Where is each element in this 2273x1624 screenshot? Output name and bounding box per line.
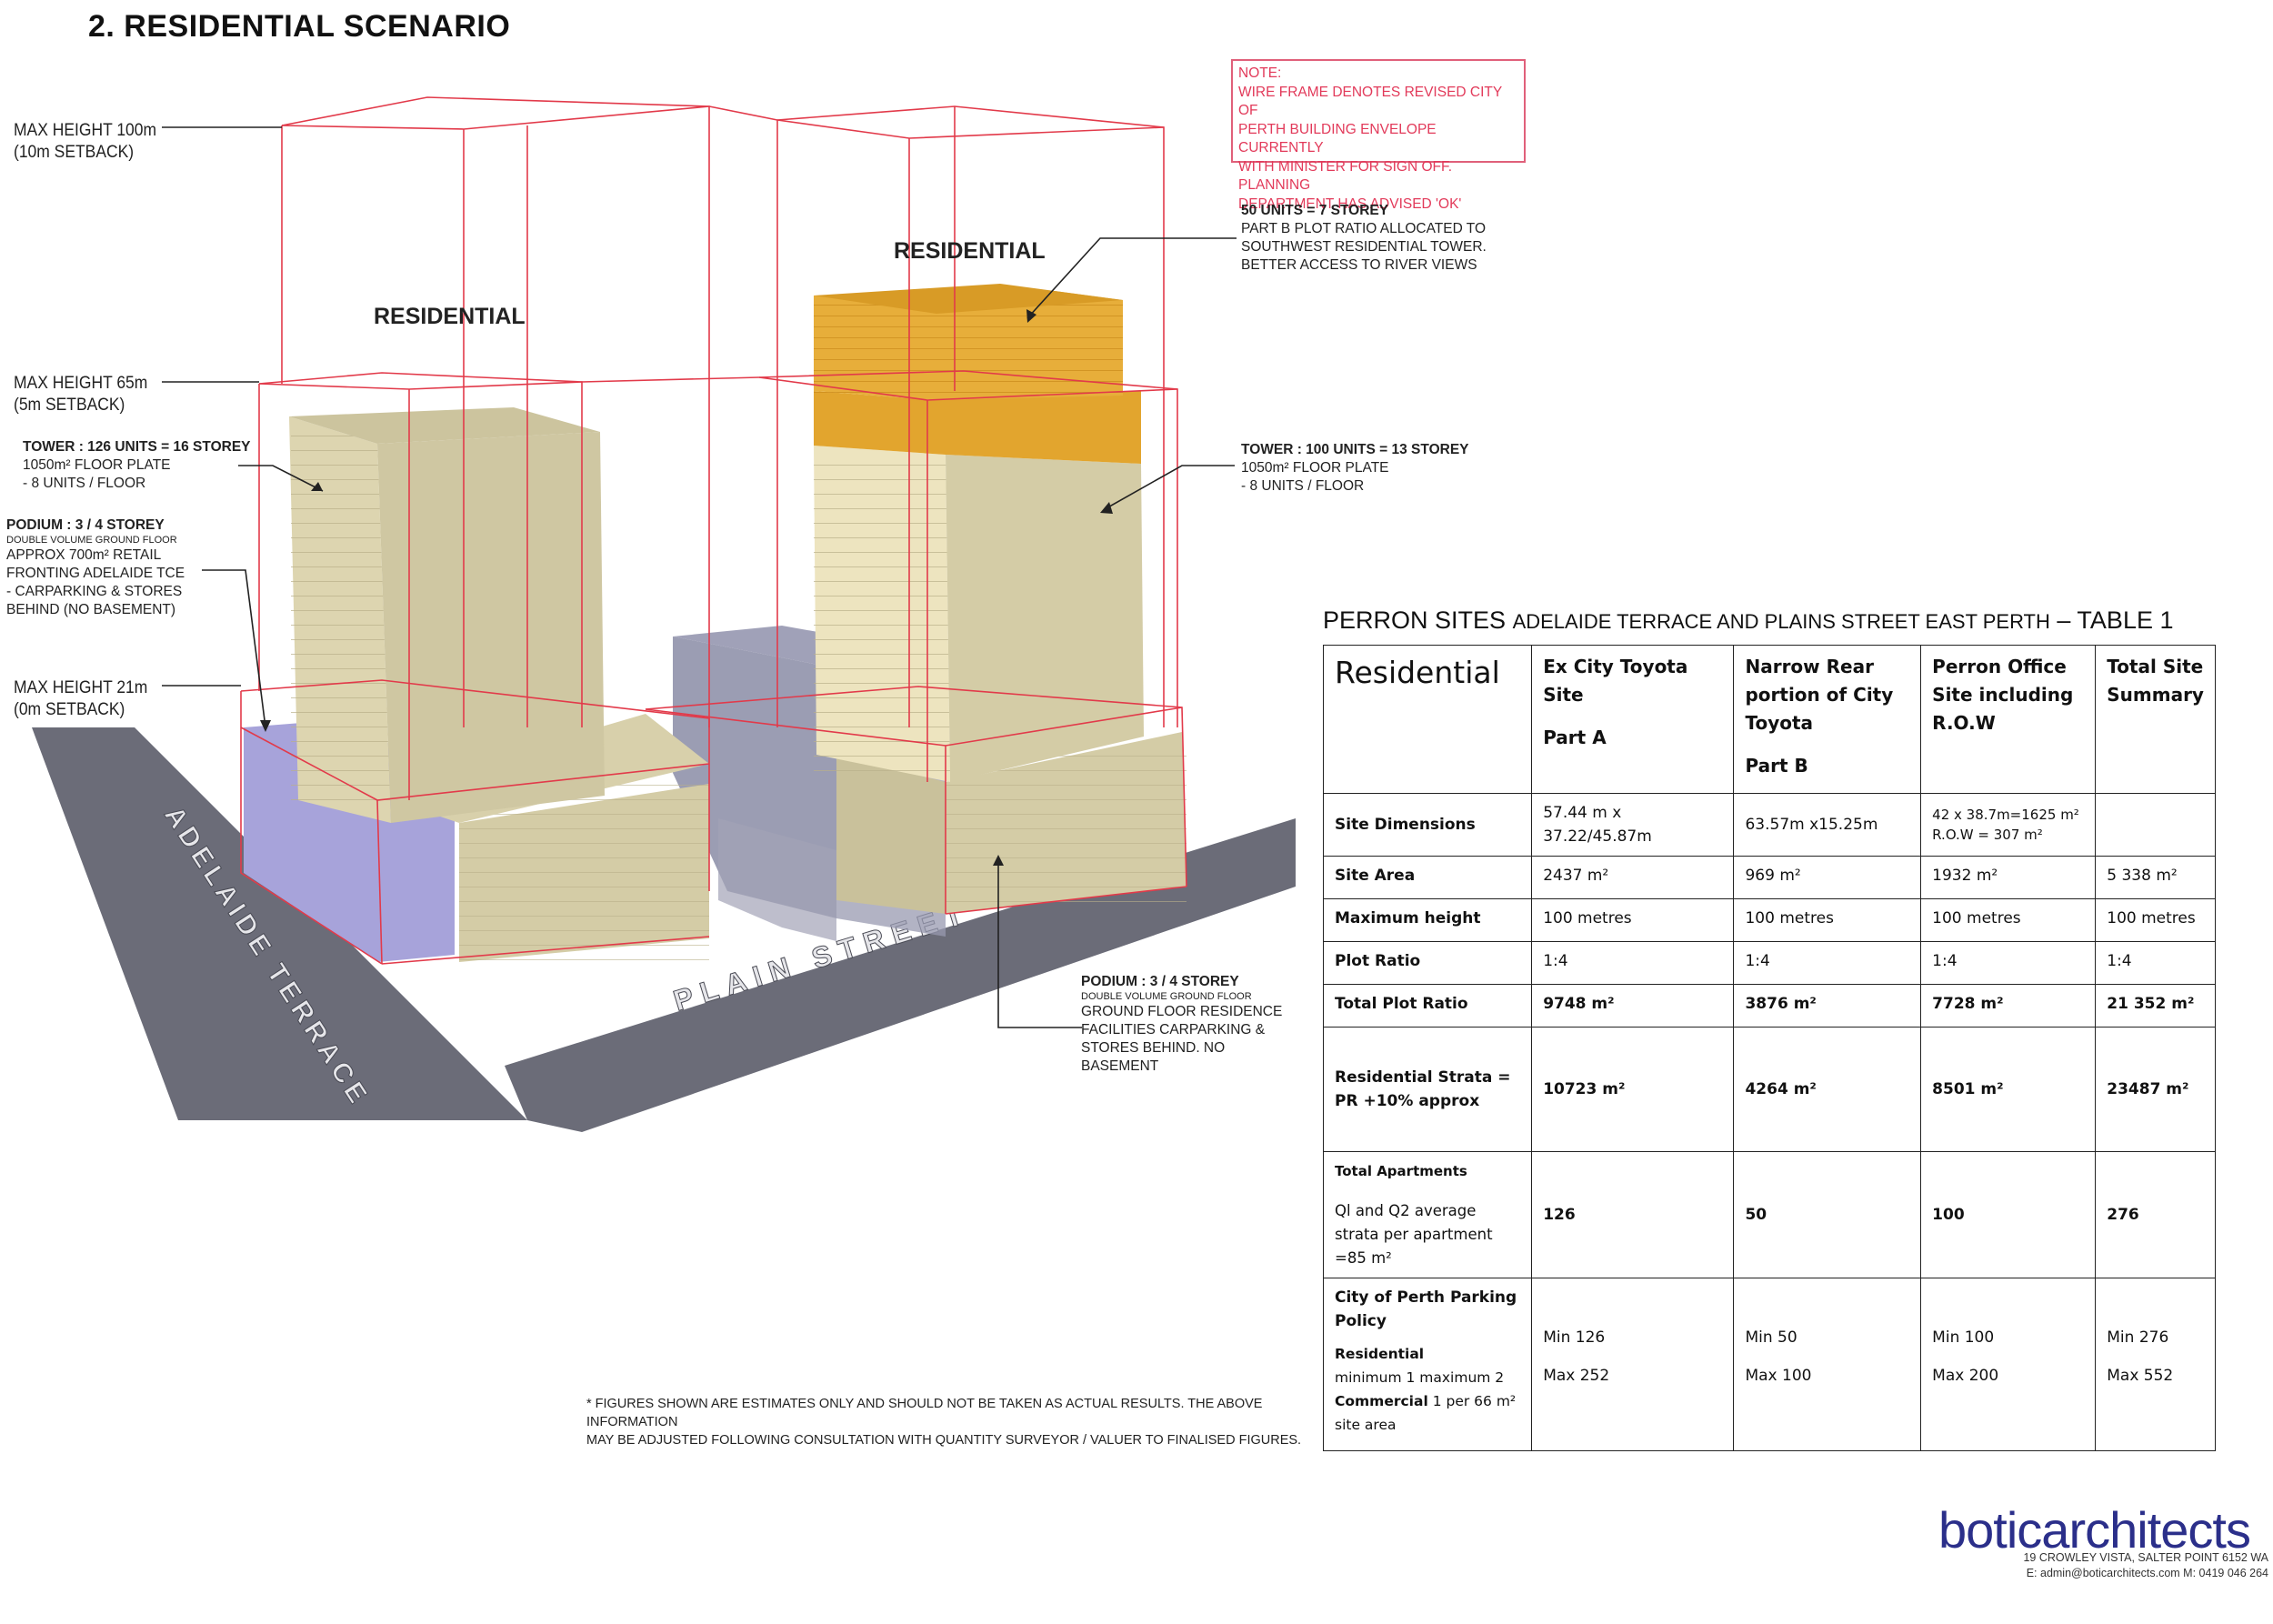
header-total: Total Site Summary (2095, 645, 2216, 794)
right-podium-left (836, 755, 946, 914)
annotation-tower-left: TOWER : 126 UNITS = 16 STOREY 1050m² FLO… (23, 439, 251, 491)
massing-diagram: ADELAIDE TERRACE PLAIN STREET (32, 96, 1296, 1132)
height-label-65m: MAX HEIGHT 65m (5m SETBACK) (14, 374, 148, 415)
annotation-50-units: 50 UNITS = 7 STOREY PART B PLOT RATIO AL… (1241, 203, 1487, 273)
row-site-dimensions: Site Dimensions 57.44 m x 37.22/45.87m 6… (1322, 793, 2216, 857)
corner-cell: Residential (1322, 645, 1533, 794)
header-perron: Perron Office Site including R.O.W (1920, 645, 2097, 794)
leader-podium-right (997, 859, 1082, 1028)
annotation-tower-right: TOWER : 100 UNITS = 13 STOREY 1050m² FLO… (1241, 442, 1469, 494)
page-title: 2. RESIDENTIAL SCENARIO (88, 9, 511, 44)
right-tower-gold-roof (814, 284, 1123, 314)
annotation-podium-left: PODIUM : 3 / 4 STOREY DOUBLE VOLUME GROU… (6, 517, 185, 617)
note-box: NOTE: WIRE FRAME DENOTES REVISED CITY OF… (1231, 59, 1526, 212)
row-residential-strata: Residential Strata =PR +10% approx 10723… (1322, 1027, 2216, 1152)
left-tower-top (289, 407, 600, 444)
disclaimer: * FIGURES SHOWN ARE ESTIMATES ONLY AND S… (586, 1397, 1302, 1448)
height-label-100m: MAX HEIGHT 100m (10m SETBACK) (14, 121, 157, 162)
row-parking-policy: City of Perth Parking Policy Residential… (1322, 1278, 2216, 1451)
right-residential-label: RESIDENTIAL (894, 238, 1046, 264)
left-residential-label: RESIDENTIAL (374, 304, 526, 329)
row-max-height: Maximum height 100 metres 100 metres 100… (1322, 898, 2216, 942)
row-total-plot-ratio: Total Plot Ratio 9748 m² 3876 m² 7728 m²… (1322, 984, 2216, 1028)
annotation-podium-right: PODIUM : 3 / 4 STOREY DOUBLE VOLUME GROU… (1081, 974, 1283, 1074)
leader-tower-right (1104, 465, 1235, 510)
botic-architects-logo: boticarchitects (1938, 1501, 2251, 1559)
glass-block-front (718, 818, 836, 941)
left-tower-side (377, 432, 605, 823)
wireframe-envelope (240, 96, 1187, 965)
row-site-area: Site Area 2437 m² 969 m² 1932 m² 5 338 m… (1322, 856, 2216, 899)
row-plot-ratio: Plot Ratio 1:4 1:4 1:4 1:4 (1322, 941, 2216, 985)
leader-50units (1026, 237, 1237, 319)
adelaide-terrace-road (32, 727, 527, 1120)
leader-tower-left (238, 465, 324, 492)
right-tower-gold-band (814, 391, 1141, 464)
leader-podium-left (202, 569, 266, 728)
height-label-21m: MAX HEIGHT 21m (0m SETBACK) (14, 678, 148, 719)
table-title: PERRON SITES ADELAIDE TERRACE AND PLAINS… (1323, 606, 2174, 634)
contact-address: 19 CROWLEY VISTA, SALTER POINT 6152 WA E… (2023, 1551, 2268, 1579)
